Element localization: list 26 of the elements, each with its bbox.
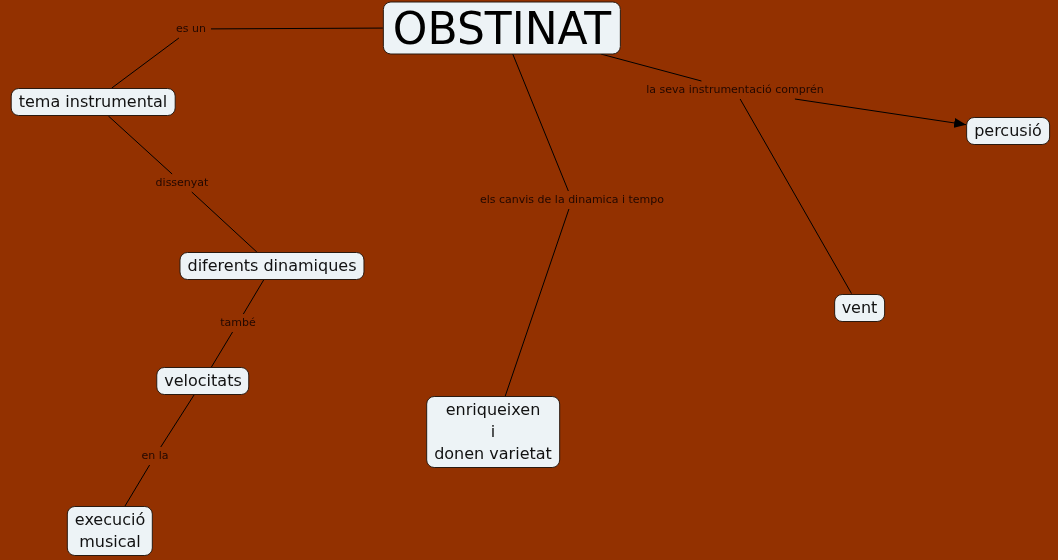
connector-line [210,27,384,30]
connector-line [210,331,234,368]
concept-box: diferents dinamiques [179,252,365,280]
linking-phrase: en la [138,449,172,463]
connector-line [160,394,195,448]
concept-box: percusió [966,117,1050,145]
connector-line [124,464,151,507]
concept-box: vent [833,293,886,322]
connector-line [107,115,173,175]
connector-line [242,279,265,315]
concept-box: execució musical [66,506,154,556]
connector-line [111,37,180,89]
concept-box: velocitats [156,367,250,395]
concept-box: enriqueixen i donen varietat [426,396,560,468]
connector-line [191,191,258,253]
arrow [794,98,967,128]
connector-line [504,208,570,397]
linking-phrase: també [217,316,259,330]
concept-box: OBSTINAT [382,1,622,54]
linking-phrase: els canvis de la dinamica i tempo [477,193,667,207]
concept-box: tema instrumental [10,88,176,116]
connector-line [512,53,569,192]
connector-line [739,98,852,294]
linking-phrase: la seva instrumentació comprén [643,83,827,97]
linking-phrase: dissenyat [152,176,212,190]
linking-phrase: es un [173,22,209,36]
